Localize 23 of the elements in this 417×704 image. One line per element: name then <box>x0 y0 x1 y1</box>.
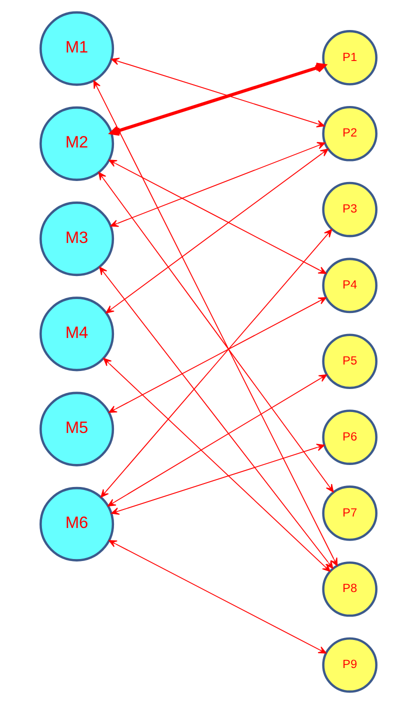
arrow <box>110 62 326 136</box>
arrow <box>108 540 327 654</box>
node-circle: P5 <box>322 334 378 390</box>
node-circle: P1 <box>322 30 378 86</box>
arrow <box>99 266 334 569</box>
arrow <box>108 374 328 506</box>
node-circle: P2 <box>322 106 378 162</box>
arrow <box>111 444 325 515</box>
arrow <box>103 358 331 572</box>
arrow <box>106 148 328 314</box>
arrow <box>108 160 327 274</box>
arrow <box>108 297 327 413</box>
node-circle: P9 <box>322 637 378 693</box>
node-circle: P4 <box>322 258 378 314</box>
node-circle: M5 <box>40 392 114 466</box>
arrow <box>98 172 334 492</box>
arrow <box>93 80 338 566</box>
arrow <box>110 142 326 227</box>
arrow <box>111 58 325 128</box>
node-circle: P7 <box>322 486 378 541</box>
node-circle: M1 <box>40 11 114 86</box>
arrow <box>100 229 332 498</box>
node-circle: P6 <box>322 410 378 465</box>
